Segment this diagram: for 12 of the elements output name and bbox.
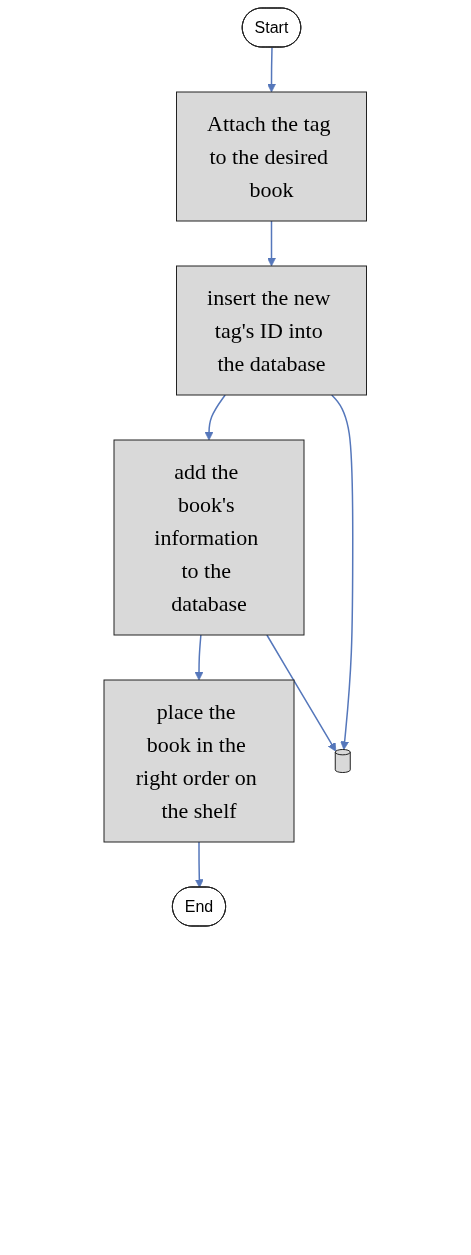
arrow <box>331 394 354 750</box>
arrow <box>194 634 204 681</box>
node-cylinder <box>335 749 351 773</box>
node-box: insert the new tag's ID into the database <box>176 265 368 396</box>
node-box: place the book in the right order on the shelf <box>103 679 295 843</box>
arrow <box>204 394 227 441</box>
arrow <box>267 46 277 93</box>
arrow <box>195 841 204 888</box>
arrow <box>266 634 337 752</box>
node-box: add the book's information to the database <box>113 439 305 636</box>
node-box: Attach the tag to the desired book <box>176 91 368 222</box>
arrow <box>267 220 277 267</box>
